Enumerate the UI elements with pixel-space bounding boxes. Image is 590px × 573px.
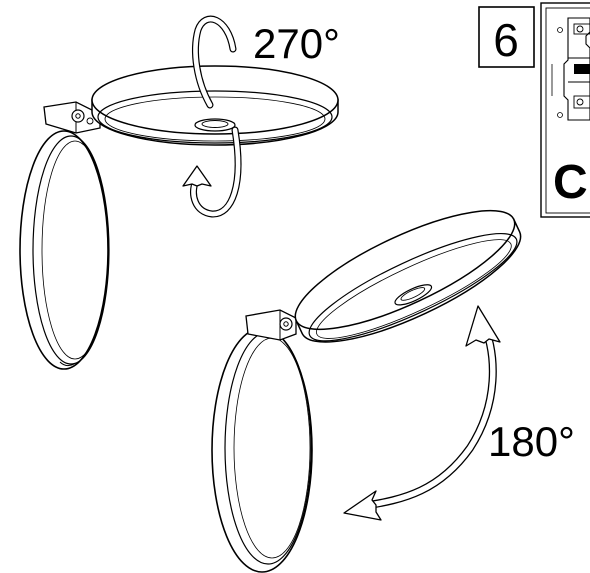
step-number: 6: [493, 14, 519, 66]
wall-ring: [211, 327, 313, 573]
rotation-arrow-270: [182, 15, 242, 218]
circuit-breaker-icon: [551, 17, 590, 121]
step-number-box: [478, 6, 535, 68]
hinge-joint: [245, 309, 297, 341]
rotation-label-180: 180°: [488, 418, 575, 465]
lamp-head: [294, 209, 522, 343]
wall-ring: [19, 130, 110, 370]
rotation-label-270: 270°: [253, 20, 340, 67]
hinge-joint: [43, 101, 101, 134]
step-caption: C: [553, 156, 588, 209]
top-lamp: [19, 65, 339, 370]
step-panel: 6 C: [478, 2, 590, 218]
rotation-arrow-180: [343, 305, 501, 521]
lamp-head: [91, 65, 339, 146]
bottom-lamp: [211, 209, 522, 573]
